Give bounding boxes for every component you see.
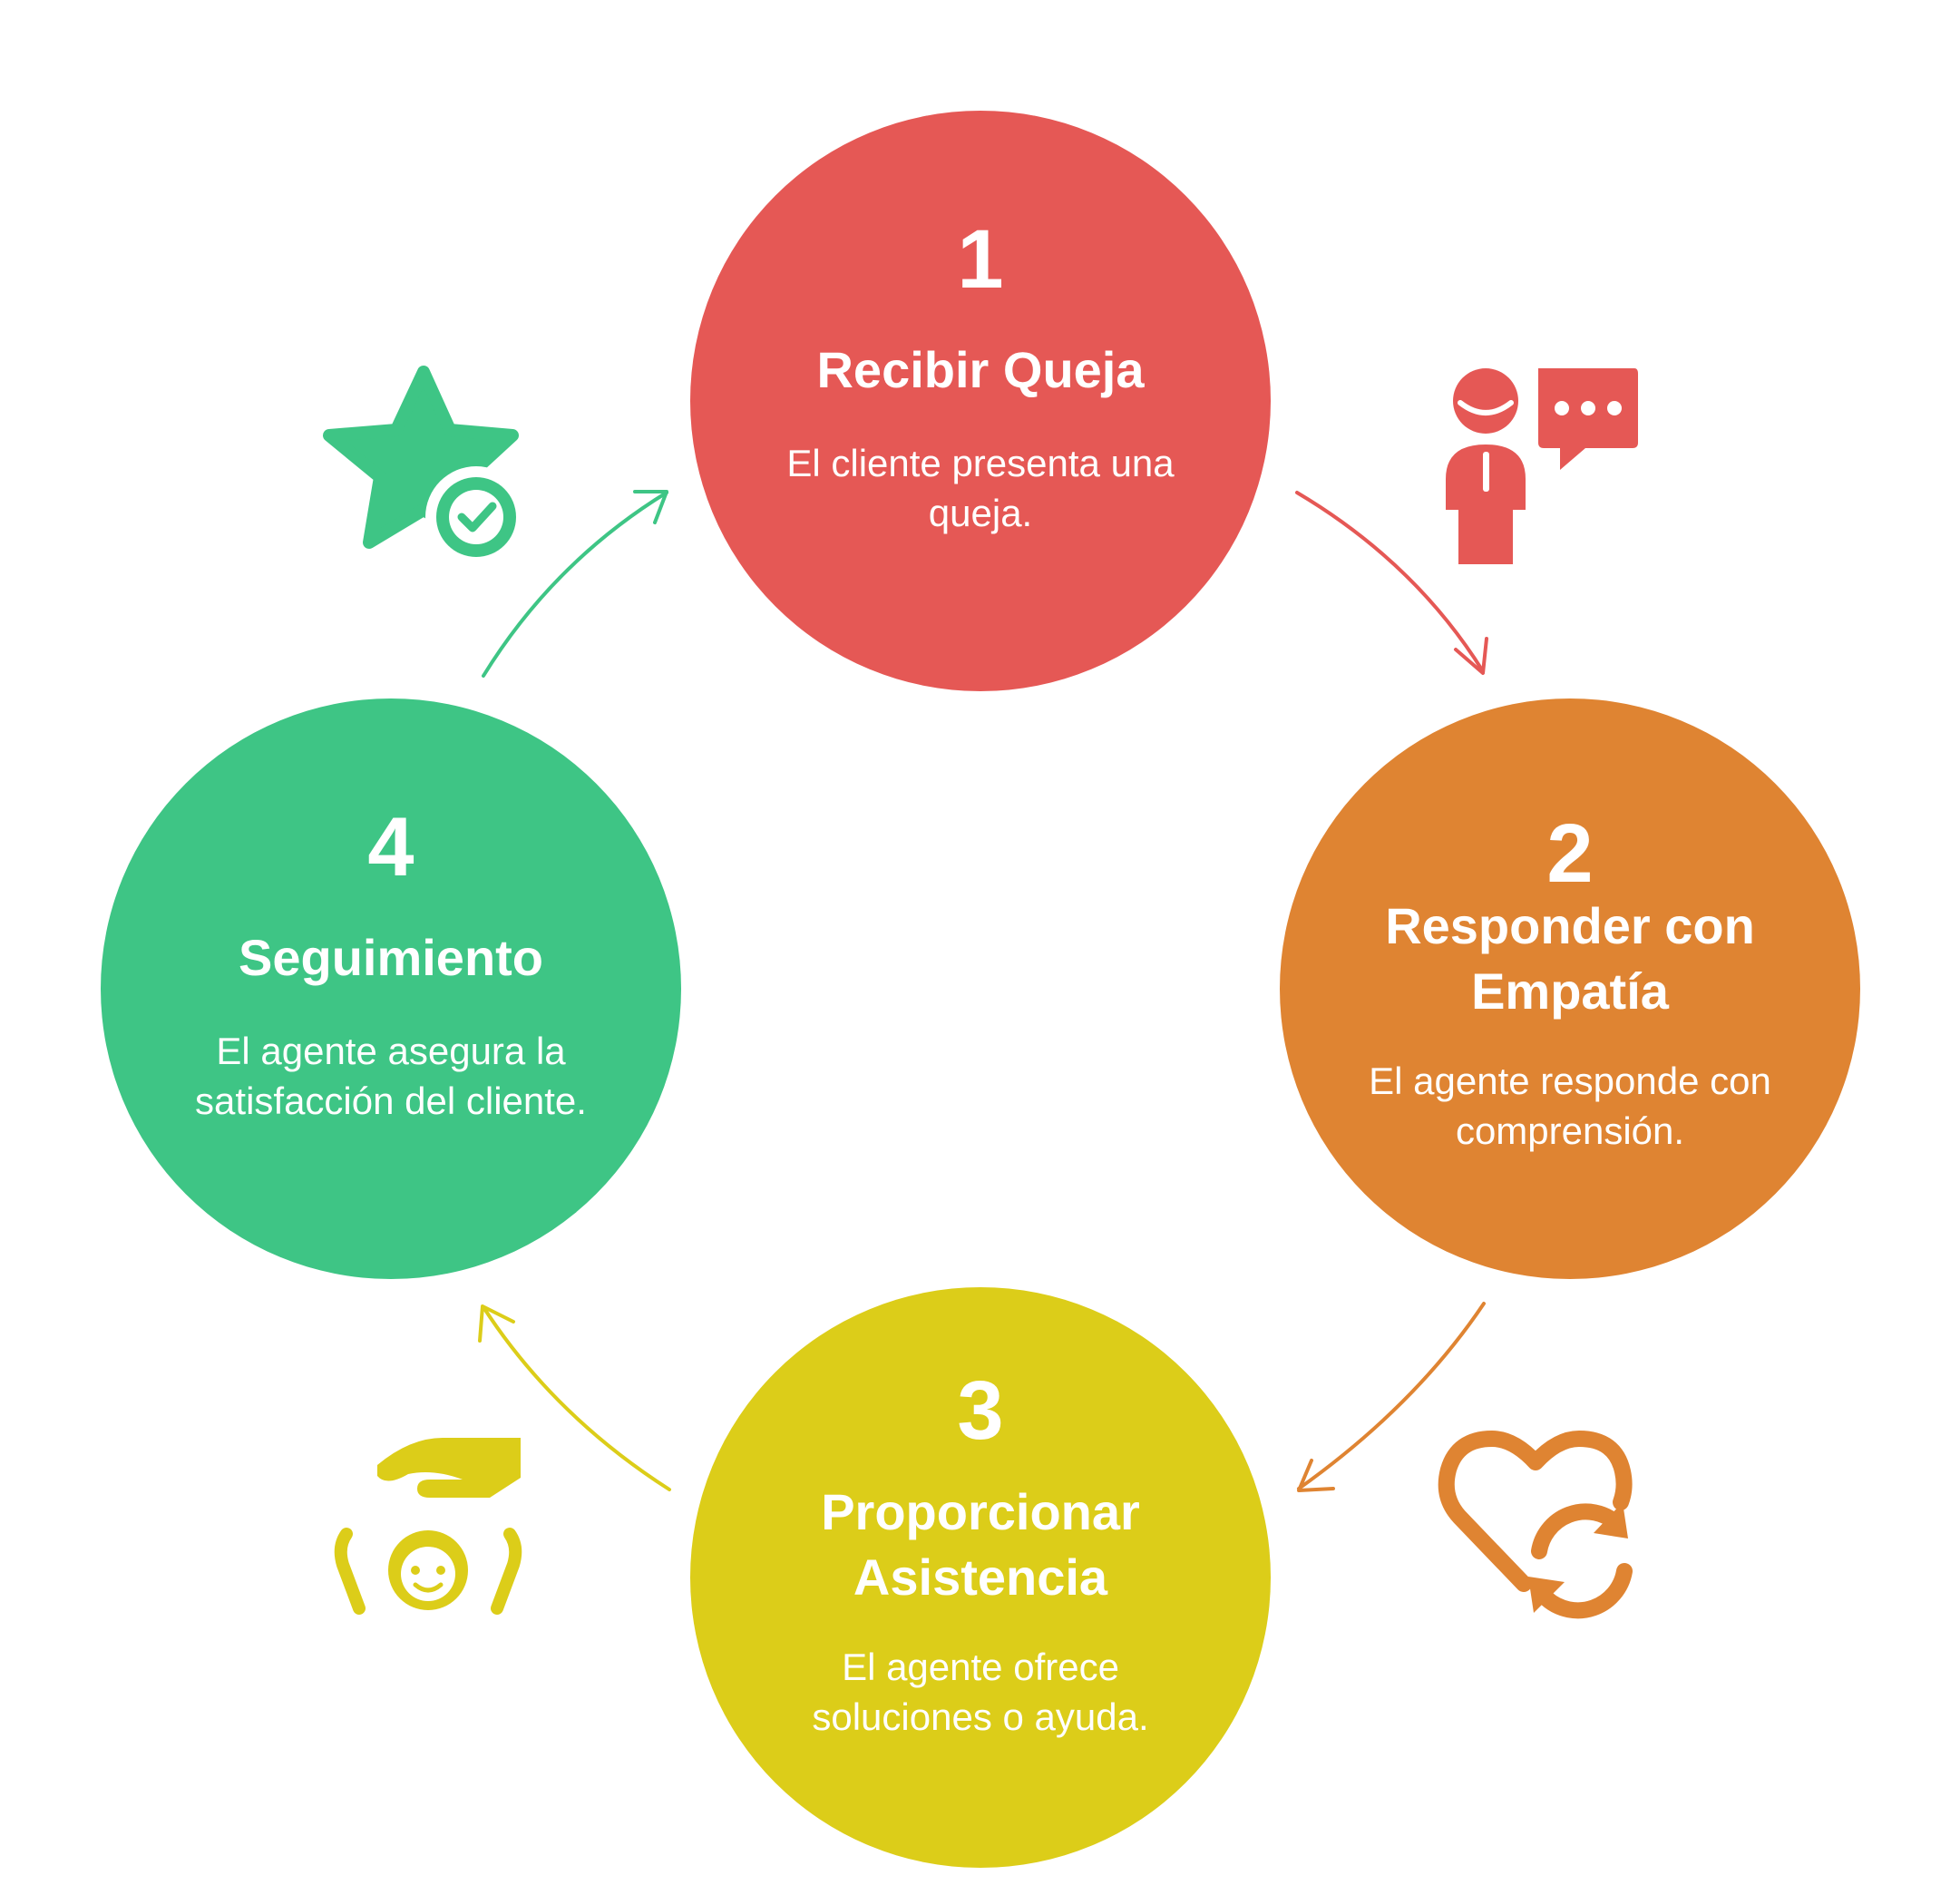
step-number: 4 [367,801,414,894]
arrow-4-to-1 [482,490,668,678]
step-description: El agente ofrece soluciones o ayuda. [812,1646,1149,1738]
step-title: Responder con Empatía [1385,897,1755,1020]
step-title: Seguimiento [238,929,544,986]
step-description: El cliente presenta una queja. [786,442,1175,534]
hand-over-child-icon [334,1438,522,1615]
arrow-3-to-4 [478,1304,671,1491]
step-title: Recibir Queja [816,341,1145,398]
step-title: Proporcionar Asistencia [821,1483,1140,1606]
step-number: 2 [1546,807,1594,900]
step-circle-2: 2 Responder con Empatía El agente respon… [1280,698,1860,1279]
arrow-2-to-3 [1297,1302,1486,1492]
step-circle-3: 3 Proporcionar Asistencia El agente ofre… [690,1287,1271,1868]
step-description: El agente asegura la satisfacción del cl… [195,1030,587,1122]
step-number: 1 [957,213,1004,306]
step-circle-4: 4 Seguimiento El agente asegura la satis… [101,698,681,1279]
agent-speech-bubble-icon [1446,368,1638,564]
step-circle-1: 1 Recibir Queja El cliente presenta una … [690,111,1271,691]
heart-refresh-icon [1438,1431,1633,1619]
step-number: 3 [957,1364,1004,1457]
star-check-icon [323,366,527,568]
step-description: El agente responde con comprensión. [1369,1060,1771,1152]
arrow-1-to-2 [1295,491,1488,675]
